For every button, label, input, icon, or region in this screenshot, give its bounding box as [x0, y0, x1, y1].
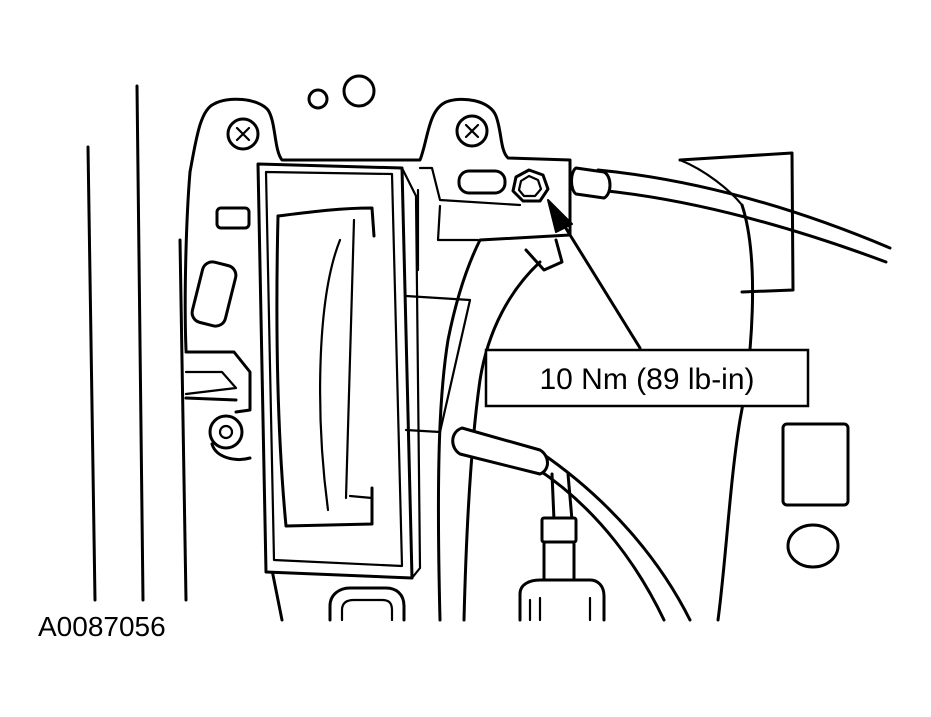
rear-panel [678, 151, 850, 622]
callout-leader [547, 199, 642, 350]
slot-top [457, 169, 507, 195]
crop-mask [190, 622, 931, 712]
cables [451, 166, 892, 622]
torque-nut-icon [511, 168, 550, 203]
figure-id: A0087056 [38, 611, 166, 642]
arrow-head-icon [547, 199, 573, 233]
slot-oval [190, 260, 238, 328]
hole-small [307, 88, 329, 110]
torque-label: 10 Nm (89 lb-in) [539, 363, 754, 396]
bolt-left [226, 117, 260, 151]
mounting-bracket [183, 97, 572, 622]
left-trim-lines [86, 84, 188, 602]
slot-left [215, 206, 251, 230]
panel-square-hole [781, 422, 850, 507]
release-handle [256, 162, 472, 580]
hole-large [342, 74, 376, 108]
bolt-right [455, 114, 489, 148]
callout-box [484, 348, 810, 408]
panel-round-hole [786, 523, 840, 569]
torque-callout: 10 Nm (89 lb-in) [484, 348, 810, 408]
